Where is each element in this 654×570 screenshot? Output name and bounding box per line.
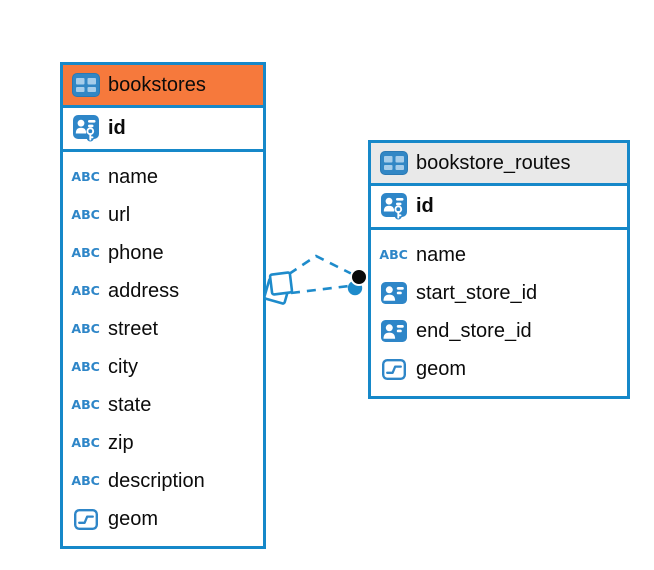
field-label: description [108,469,205,492]
table-icon [380,151,408,175]
field-label: zip [108,431,134,454]
field-row-url[interactable]: ABC url [63,196,263,234]
field-row-name[interactable]: ABC name [63,158,263,196]
text-icon: ABC [71,170,101,184]
field-row-phone[interactable]: ABC phone [63,234,263,272]
relationship-source-handle-icon[interactable] [263,271,294,305]
field-row-geom[interactable]: geom [371,350,627,388]
text-icon: ABC [71,474,101,488]
text-icon: ABC [71,398,101,412]
field-row-zip[interactable]: ABC zip [63,424,263,462]
field-label: name [416,243,467,266]
field-row-geom[interactable]: geom [63,500,263,538]
geometry-icon [72,508,100,530]
text-icon: ABC [71,322,101,336]
table-bookstore-routes[interactable]: bookstore_routes id ABC name start_store_i… [368,140,630,399]
foreign-key-icon [380,282,408,304]
table-title: bookstores [108,73,206,96]
field-label: address [108,279,180,302]
relationship-link-upper [288,254,353,276]
field-row-id[interactable]: id [63,108,263,152]
text-icon: ABC [71,246,101,260]
field-row-end_store_id[interactable]: end_store_id [371,312,627,350]
geometry-icon [380,358,408,380]
field-row-street[interactable]: ABC street [63,310,263,348]
table-header-bookstores[interactable]: bookstores [63,65,263,108]
field-row-city[interactable]: ABC city [63,348,263,386]
field-row-description[interactable]: ABC description [63,462,263,500]
relationship-target-handle-icon[interactable] [347,268,368,296]
text-icon: ABC [71,208,101,222]
field-label: name [108,165,159,188]
field-label: end_store_id [416,319,532,342]
text-icon: ABC [379,248,409,262]
field-label: phone [108,241,164,264]
field-row-id[interactable]: id [371,186,627,230]
field-label: geom [416,357,467,380]
text-icon: ABC [71,360,101,374]
field-row-name[interactable]: ABC name [371,236,627,274]
table-title: bookstore_routes [416,151,571,174]
primary-key-icon [72,115,100,142]
field-row-start_store_id[interactable]: start_store_id [371,274,627,312]
field-label: id [416,195,434,217]
field-label: url [108,203,131,226]
field-label: geom [108,507,159,530]
field-row-state[interactable]: ABC state [63,386,263,424]
field-label: state [108,393,152,416]
text-icon: ABC [71,284,101,298]
relationship-link-lower [290,284,350,295]
text-icon: ABC [71,436,101,450]
field-label: street [108,317,159,340]
field-row-address[interactable]: ABC address [63,272,263,310]
table-header-bookstore-routes[interactable]: bookstore_routes [371,143,627,186]
field-label: city [108,355,138,378]
field-label: id [108,117,126,139]
field-label: start_store_id [416,281,538,304]
foreign-key-icon [380,320,408,342]
table-icon [72,73,100,97]
primary-key-icon [380,193,408,220]
